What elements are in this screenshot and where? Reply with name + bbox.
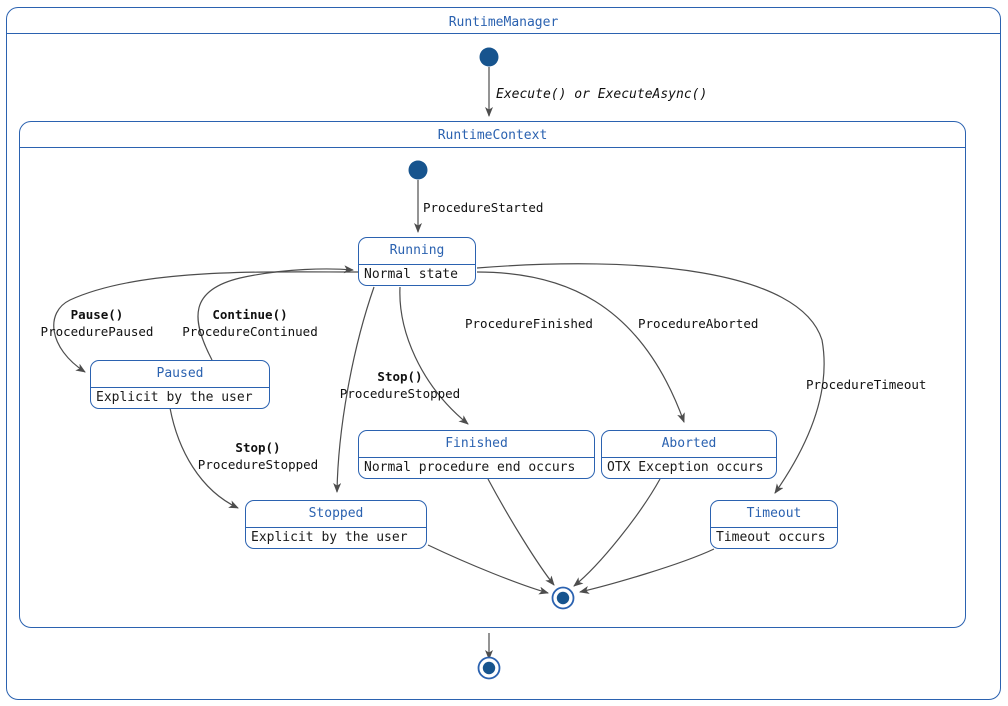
state-finished-label: Finished [445,436,508,451]
state-timeout[interactable]: Timeout Timeout occurs [710,500,838,549]
state-finished[interactable]: Finished Normal procedure end occurs [358,430,595,479]
transition-label-continue-call: Continue() [212,307,288,322]
state-stopped-description: Explicit by the user [251,530,408,545]
transition-label-stop-call-running: Stop() [377,369,423,384]
transition-label-pause-call: Pause() [70,307,124,322]
composite-state-runtimecontext [19,121,966,628]
runtimecontext-title: RuntimeContext [437,128,548,143]
state-aborted-divider [602,457,776,458]
runtimemanager-title: RuntimeManager [448,15,559,30]
state-paused-divider [91,387,269,388]
composite-state-runtimemanager [6,7,1001,700]
transition-label-procedure-paused: ProcedurePaused [40,324,154,339]
runtimemanager-title-divider [6,33,1001,34]
transition-label-procedure-aborted: ProcedureAborted [638,316,759,331]
transition-label-procedure-timeout: ProcedureTimeout [806,377,927,392]
runtimecontext-title-divider [19,147,966,148]
state-timeout-description: Timeout occurs [716,530,826,545]
transition-label-procedure-started: ProcedureStarted [423,200,544,215]
state-stopped[interactable]: Stopped Explicit by the user [245,500,427,549]
state-paused[interactable]: Paused Explicit by the user [90,360,270,409]
state-finished-description: Normal procedure end occurs [364,460,576,475]
state-running-divider [359,264,475,265]
state-timeout-divider [711,527,837,528]
transition-label-procedure-finished: ProcedureFinished [465,316,593,331]
state-aborted-label: Aborted [661,436,717,451]
state-paused-description: Explicit by the user [96,390,253,405]
state-aborted-description: OTX Exception occurs [607,460,764,475]
state-running-description: Normal state [364,267,458,282]
transition-label-procedure-stopped-running: ProcedureStopped [339,386,461,401]
transition-label-stop-call-paused: Stop() [235,440,281,455]
transition-label-procedure-stopped-paused: ProcedureStopped [197,457,319,472]
state-stopped-divider [246,527,426,528]
transition-label-procedure-continued: ProcedureContinued [182,324,318,339]
state-stopped-label: Stopped [308,506,364,521]
state-paused-label: Paused [156,366,204,381]
transition-label-execute: Execute() or ExecuteAsync() [496,87,708,102]
state-aborted[interactable]: Aborted OTX Exception occurs [601,430,777,479]
state-running[interactable]: Running Normal state [358,237,476,286]
state-timeout-label: Timeout [746,506,802,521]
state-running-label: Running [389,243,445,258]
state-finished-divider [359,457,594,458]
